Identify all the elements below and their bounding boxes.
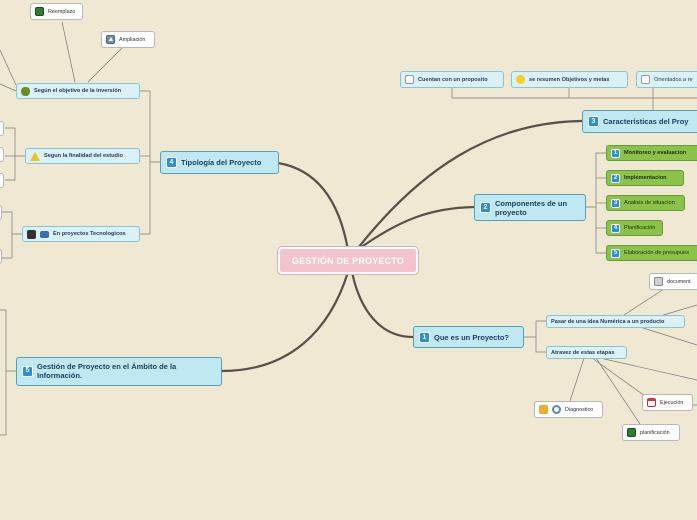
leaf-reemplazo[interactable]: Reemplazo (30, 3, 83, 20)
topic-label: Pasar de una idea Numérica a un producto (551, 318, 665, 325)
topic-label: Atravez de estas etapas (551, 349, 615, 356)
component-presupuesto[interactable]: 5 Elaboración de presupues (606, 245, 697, 261)
component-label: Elaboración de presupues (624, 250, 689, 256)
number-badge: 4 (166, 157, 177, 168)
leaf-ampliacion[interactable]: Ampliación (101, 31, 155, 48)
branch-label: Gestión de Proyecto en el Ámbito de la I… (37, 362, 177, 380)
topic-label: Segun la finalidad del estudio (44, 153, 123, 159)
upload-icon (106, 35, 115, 44)
link-root-tipologia (276, 161, 350, 252)
line-chart-icon (405, 75, 414, 84)
topic-proyectos-tecnologicos[interactable]: En proyectos Tecnologicos (22, 226, 140, 242)
link-root-quees (350, 270, 415, 339)
number-badge: 4 (611, 223, 620, 233)
leaf-offscreen[interactable] (0, 205, 2, 220)
component-planificacion[interactable]: 4 Planificación (606, 220, 663, 236)
money-bag-icon (21, 86, 30, 96)
link-root-componentes (358, 205, 476, 250)
number-badge: 5 (22, 366, 33, 377)
branch-tipologia[interactable]: 4 Tipología del Proyecto (160, 151, 279, 174)
leaf-label: planificación (640, 429, 670, 436)
calendar-icon (647, 398, 656, 407)
branch-que-es[interactable]: 1 Que es un Proyecto? (413, 326, 524, 348)
leaf-ejecucion[interactable]: Ejecución (642, 394, 693, 411)
leaf-diagnostico[interactable]: Diagnostico (534, 401, 603, 418)
branch-label: Tipología del Proyecto (181, 158, 262, 167)
branch-label: Que es un Proyecto? (434, 332, 510, 342)
topic-finalidad-estudio[interactable]: Segun la finalidad del estudio (25, 148, 140, 164)
book-icon (627, 428, 636, 437)
component-implementacion[interactable]: 2 Implementacion (606, 170, 684, 186)
leaf-planificacion[interactable]: planificación (622, 424, 680, 441)
leaf-documentos[interactable]: document (649, 273, 697, 290)
printer-icon (654, 277, 663, 286)
link-root-ambito (220, 270, 350, 373)
root-topic-label: GESTIÓN DE PROYECTO (291, 255, 405, 266)
book-icon (35, 7, 44, 16)
number-badge: 3 (588, 116, 599, 127)
leaf-offscreen[interactable] (0, 173, 4, 188)
folder-icon (539, 405, 548, 414)
topic-objetivos-metas[interactable]: se resumen Objetivos y metas (511, 71, 628, 88)
link-root-caracteristicas (356, 119, 584, 250)
topic-label: Cuentan con un proposito (418, 76, 488, 83)
number-badge: 3 (611, 198, 620, 208)
leaf-offscreen[interactable] (0, 121, 4, 136)
warning-icon (30, 151, 40, 161)
branch-label: Características del Proy (603, 117, 689, 126)
component-analisis[interactable]: 3 Analisis de situacion (606, 195, 685, 211)
devices-icon (27, 229, 36, 239)
number-badge: 1 (611, 148, 620, 158)
number-badge: 2 (611, 173, 620, 183)
leaf-label: document (667, 278, 691, 285)
leaf-label: Ejecución (660, 399, 684, 406)
topic-orientados[interactable]: Orientados a re (636, 71, 697, 88)
topic-proposito[interactable]: Cuentan con un proposito (400, 71, 504, 88)
topic-objetivo-inversion[interactable]: Según el objetivo de la inversión (16, 83, 140, 99)
component-label: Implementacion (624, 175, 667, 181)
component-label: Planificación (624, 225, 656, 231)
number-badge: 5 (611, 248, 620, 258)
monitor-icon (40, 230, 49, 238)
leaf-label: Reemplazo (48, 8, 76, 15)
topic-label: En proyectos Tecnologicos (53, 231, 126, 237)
component-label: Analisis de situacion (624, 200, 675, 206)
branch-caracteristicas[interactable]: 3 Características del Proy (582, 110, 697, 133)
component-label: Monitoreo y evaluacion (624, 150, 687, 156)
magnifier-icon (552, 405, 561, 414)
branch-ambito[interactable]: 5 Gestión de Proyecto en el Ámbito de la… (16, 357, 222, 386)
branch-componentes[interactable]: 2 Componentes de un proyecto (474, 194, 586, 221)
root-topic[interactable]: GESTIÓN DE PROYECTO (278, 247, 418, 274)
leaf-offscreen[interactable] (0, 147, 4, 162)
leaf-offscreen[interactable] (0, 249, 2, 264)
branch-label: Componentes de un proyecto (495, 198, 568, 217)
topic-label: Orientados a re (654, 76, 693, 83)
leaf-label: Ampliación (119, 36, 146, 43)
lightbulb-icon (516, 75, 525, 84)
topic-etapas[interactable]: Atravez de estas etapas (546, 346, 627, 359)
topic-label: se resumen Objetivos y metas (529, 76, 610, 83)
topic-label: Según el objetivo de la inversión (34, 88, 122, 94)
number-badge: 2 (480, 202, 491, 213)
component-monitoreo[interactable]: 1 Monitoreo y evaluacion (606, 145, 697, 161)
leaf-label: Diagnostico (565, 406, 594, 413)
number-badge: 1 (419, 331, 430, 343)
topic-pasar-idea[interactable]: Pasar de una idea Numérica a un producto (546, 315, 685, 328)
bar-chart-icon (641, 75, 650, 84)
